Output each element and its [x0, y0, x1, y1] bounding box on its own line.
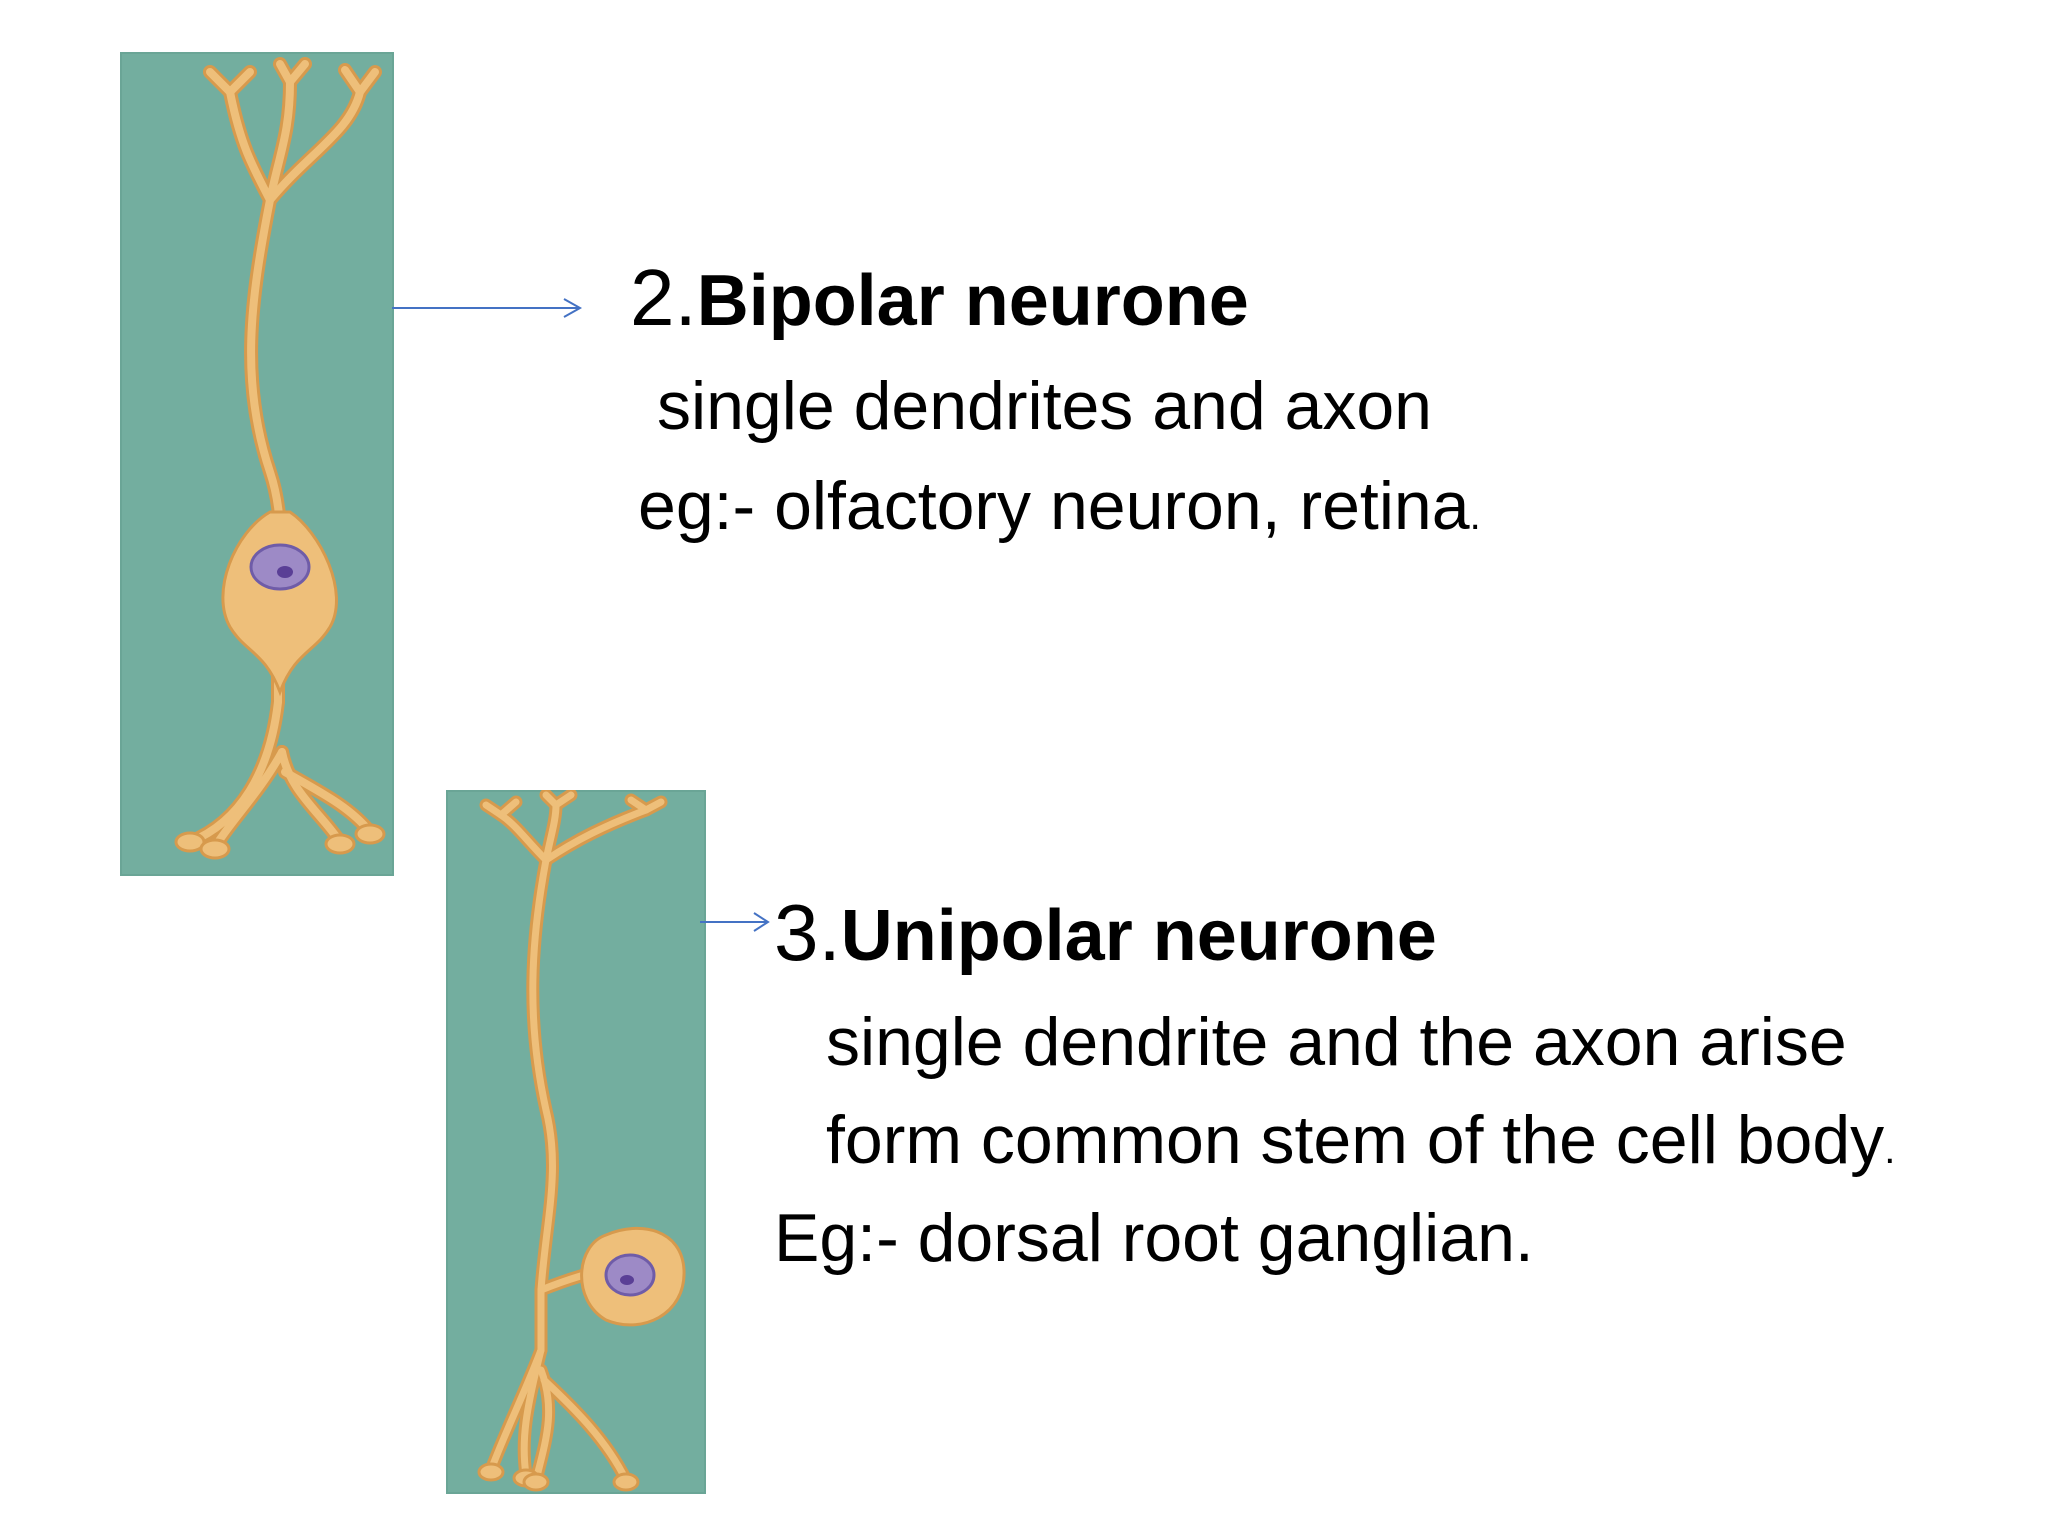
unipolar-number: 3. — [774, 888, 841, 977]
unipolar-heading: 3.Unipolar neurone — [774, 893, 1437, 973]
arrow-icon — [392, 298, 583, 318]
unipolar-example: Eg:- dorsal root ganglian. — [774, 1200, 1534, 1276]
bipolar-description: single dendrites and axon — [657, 368, 1432, 444]
unipolar-title: Unipolar neurone — [840, 896, 1437, 976]
bipolar-number: 2. — [630, 253, 697, 342]
bipolar-example-period: . — [1469, 494, 1481, 538]
bipolar-example-text: eg:- olfactory neuron, retina — [638, 468, 1470, 544]
unipolar-description-line-2: form common stem of the cell body. — [826, 1106, 1895, 1174]
bipolar-text-block: 2.Bipolar neurone — [630, 258, 1249, 338]
arrow-icon — [700, 912, 770, 932]
bipolar-example: eg:- olfactory neuron, retina. — [638, 472, 1481, 540]
bipolar-neuron-drawing — [174, 57, 386, 860]
unipolar-description-period: . — [1884, 1128, 1896, 1172]
bipolar-neuron-illustration — [120, 52, 394, 876]
unipolar-description-line-1: single dendrite and the axon arise — [826, 1004, 1847, 1080]
bipolar-title: Bipolar neurone — [696, 261, 1249, 341]
unipolar-neuron-illustration — [446, 790, 706, 1494]
unipolar-text-block: 3.Unipolar neurone — [774, 893, 1437, 973]
bipolar-heading: 2.Bipolar neurone — [630, 258, 1249, 338]
unipolar-description-line-2-text: form common stem of the cell body — [826, 1102, 1885, 1178]
unipolar-neuron-drawing — [477, 790, 686, 1492]
